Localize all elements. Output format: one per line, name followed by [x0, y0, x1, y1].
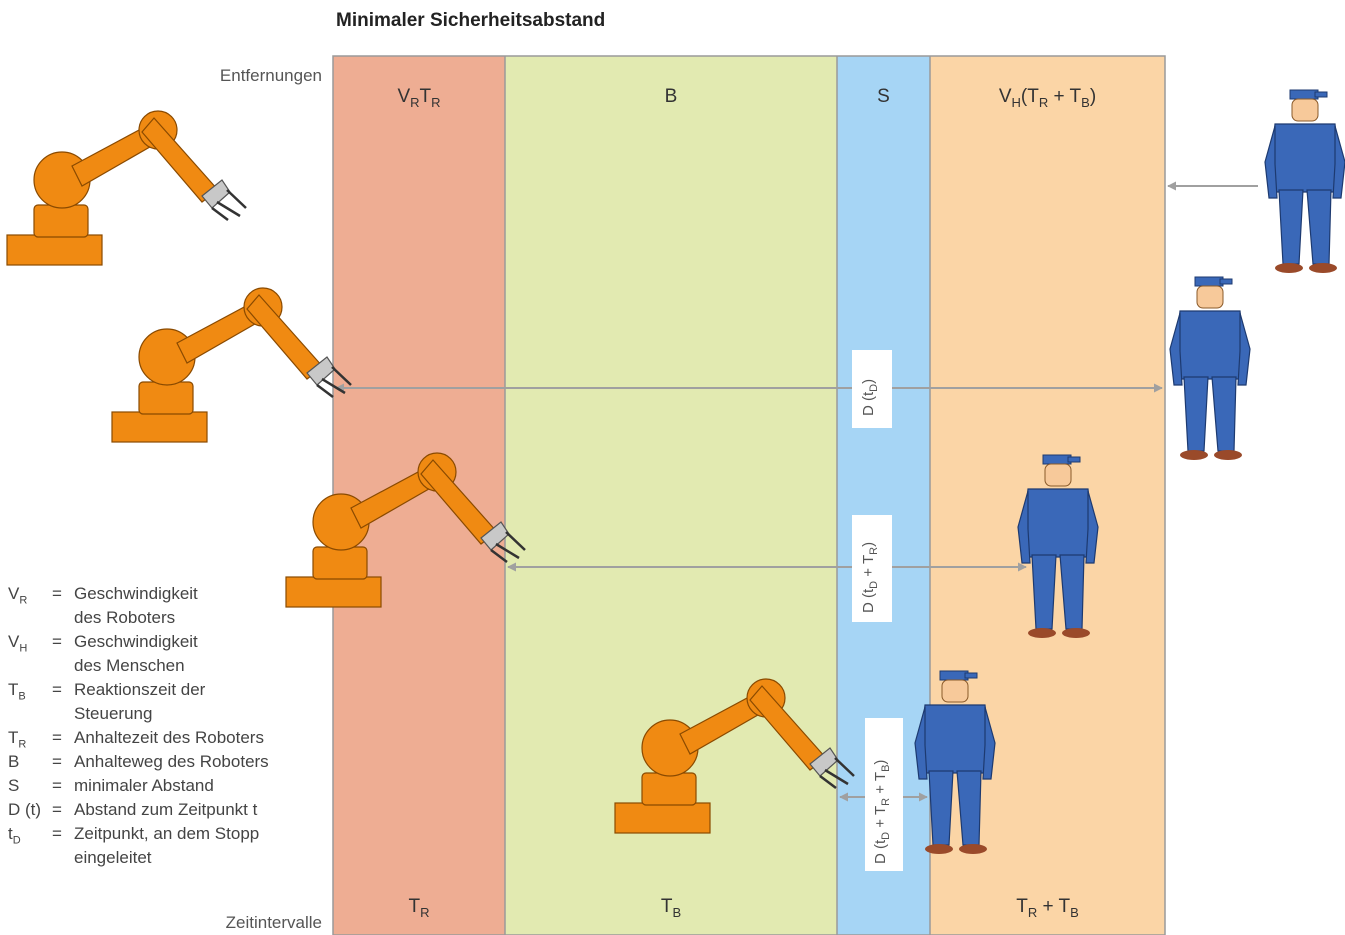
row-label-time-intervals: Zeitintervalle	[225, 913, 322, 932]
zone-foot-tr: TR	[408, 896, 430, 920]
zone-head-b: B	[664, 86, 678, 107]
zone-head-vh: VH(TR + TB)	[998, 86, 1097, 110]
zone-head-vrtr: VRTR	[397, 86, 441, 110]
zone-foot-tb: TB	[660, 896, 682, 920]
robot-arm-icon	[110, 286, 353, 444]
worker-person-icon	[1169, 276, 1251, 461]
zone-head-s: S	[877, 86, 890, 107]
distance-label-d2: D (tD + TR)	[852, 515, 892, 622]
distance-label-d1: D (tD)	[852, 350, 892, 428]
diagram-title: Minimaler Sicherheitsabstand	[336, 10, 606, 31]
row-label-distances: Entfernungen	[219, 66, 322, 85]
distance-label-d3: D (tD + TR + TB)	[865, 718, 903, 871]
robot-arm-icon	[5, 109, 248, 267]
zone-foot-tr-tb: TR + TB	[1016, 896, 1079, 920]
worker-person-icon	[1264, 89, 1345, 274]
zone-vrtr	[333, 56, 505, 935]
